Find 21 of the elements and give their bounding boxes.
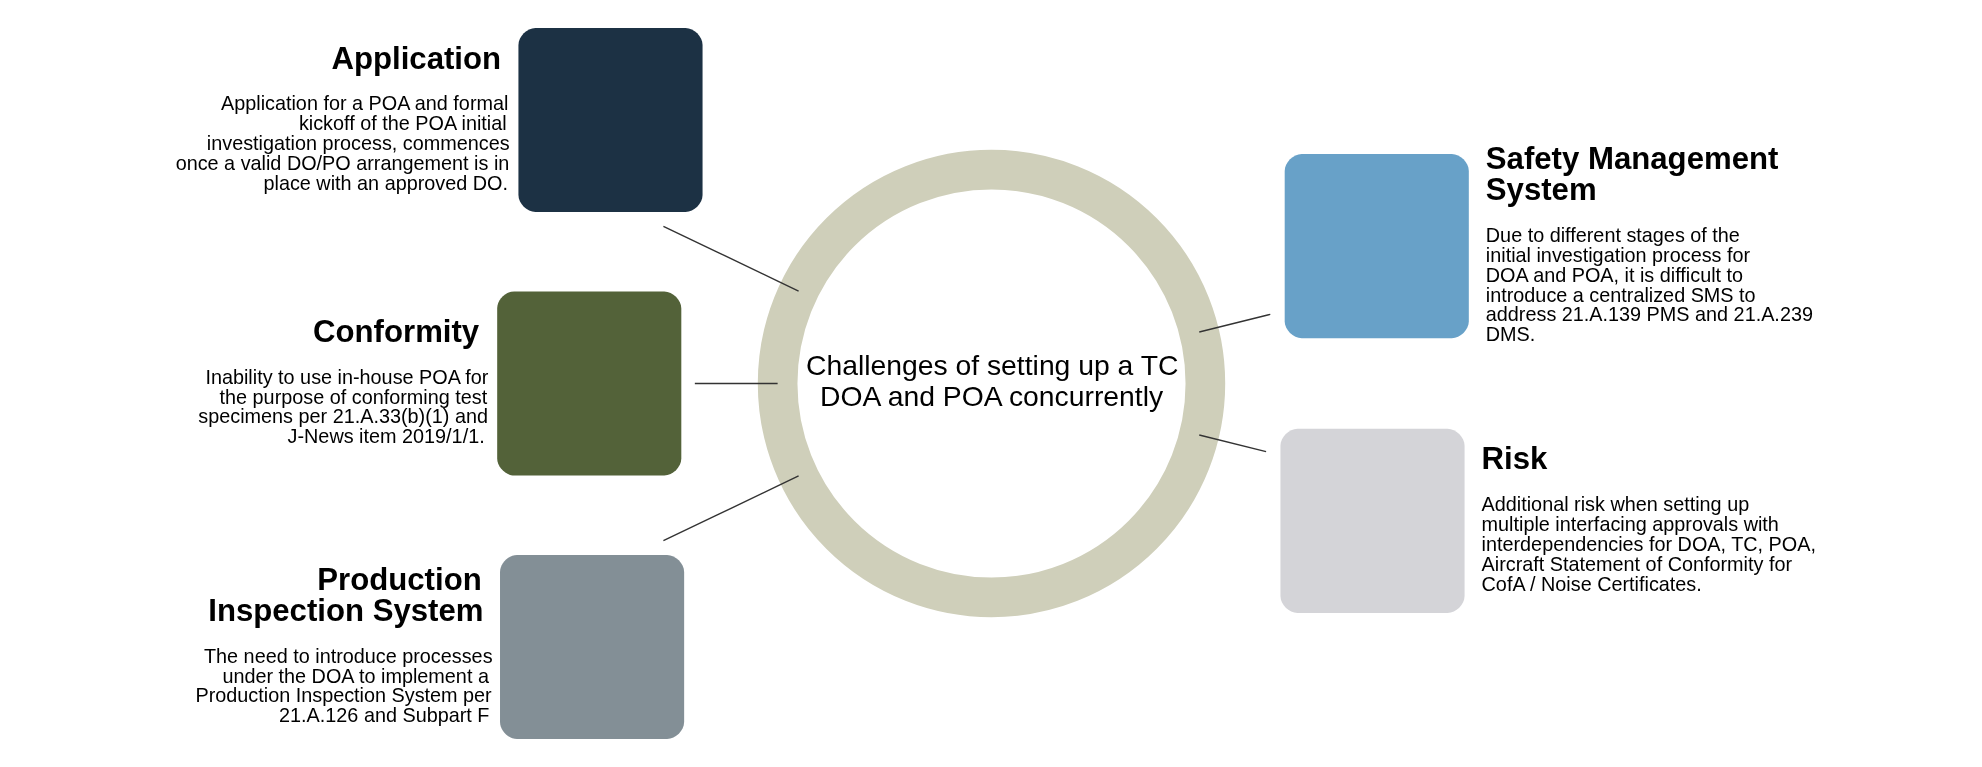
connector	[662, 475, 799, 542]
node-circle: Challenges of setting up a TC DOA and POA concurrently	[757, 149, 1225, 618]
node-label: Inability to use in-house POA for the purpose of conforming test specimens per 21.A.33(b)(1) and J-News item 2019/1/1.	[197, 365, 488, 448]
node-box	[499, 554, 684, 739]
node-label: The need to introduce processes under the DOA to implement a Production Inspection System per 21.A.126 and Subpart F	[194, 644, 493, 727]
connector	[662, 225, 799, 292]
node-box	[1284, 154, 1469, 339]
node-box	[517, 28, 703, 213]
node-label: Application	[330, 40, 501, 76]
connector	[1198, 313, 1271, 333]
connector	[693, 382, 778, 385]
node-label: Production Inspection System	[207, 561, 484, 628]
node-label: Due to different stages of the initial investigation process for DOA and POA, it is difficult to introduce a centralized SMS to address 21.A.139 PMS and 21.A.239 DMS.	[1485, 224, 1813, 346]
node-box	[496, 291, 681, 476]
node-label: Safety Management System	[1485, 141, 1778, 208]
node-label: Risk	[1481, 441, 1547, 477]
node-box	[1279, 428, 1465, 613]
node-label: Application for a POA and formal kickoff of the POA initial investigation process, commences once a valid DO/PO arrangement is in place with an approved DO.	[175, 92, 510, 194]
node-label: Additional risk when setting up multiple interfacing approvals with interdependencies for DOA, TC, POA, Aircraft Statement of Conformity for CofA / Noise Certificates.	[1481, 493, 1816, 595]
connector	[1198, 434, 1267, 453]
node-label: Conformity	[312, 313, 479, 349]
